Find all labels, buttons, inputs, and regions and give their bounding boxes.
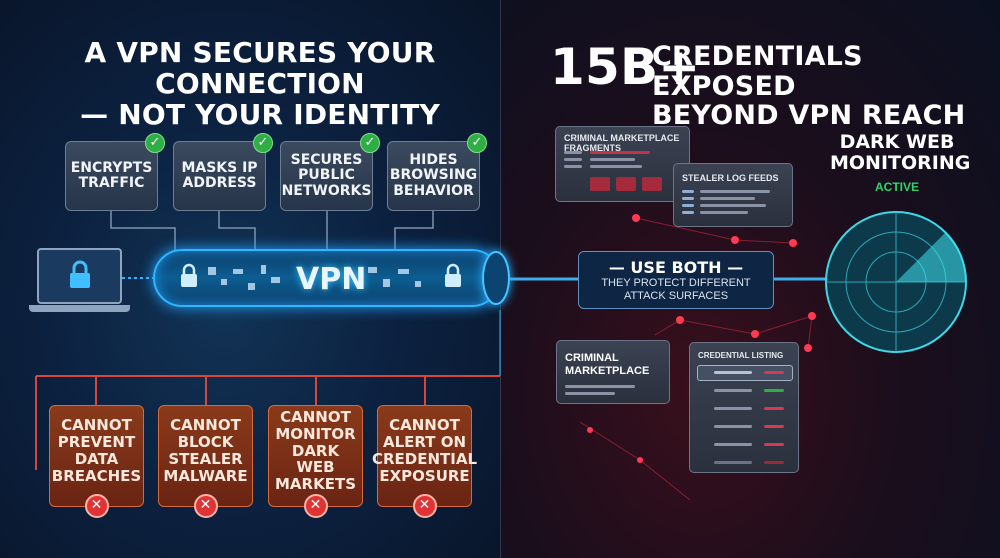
right-headline: CREDENTIALS EXPOSED BEYOND VPN REACH <box>652 41 966 132</box>
radar-icon <box>825 211 967 353</box>
feature-masks-ip: MASKS IP ADDRESS ✓ <box>173 133 273 211</box>
feature-hides-browsing: HIDES BROWSING BEHAVIOR ✓ <box>387 133 487 211</box>
feature-encrypts-traffic: ENCRYPTS TRAFFIC ✓ <box>65 133 165 211</box>
left-headline: A VPN SECURES YOUR CONNECTION — NOT YOUR… <box>80 36 440 131</box>
panel-criminal-marketplace: CRIMINAL MARKETPLACE <box>556 340 670 404</box>
x-icon: ✕ <box>303 494 328 518</box>
panel-credential-listing: CREDENTIAL LISTING <box>689 342 799 473</box>
check-icon: ✓ <box>467 133 487 153</box>
exposed-count: 15B+ <box>550 38 701 96</box>
vpn-tunnel <box>153 249 501 307</box>
vpn-tunnel-end <box>482 251 510 305</box>
tunnel-decor <box>181 263 461 290</box>
x-icon: ✕ <box>84 494 109 518</box>
laptop-icon <box>37 248 122 304</box>
check-icon: ✓ <box>253 133 273 153</box>
panel-marketplace-fragments: CRIMINAL MARKETPLACE FRAGMENTS <box>555 126 690 202</box>
lock-icon <box>445 263 461 287</box>
x-icon: ✕ <box>412 494 437 518</box>
panel-stealer-logs: STEALER LOG FEEDS <box>673 163 793 227</box>
use-both-callout: — USE BOTH — THEY PROTECT DIFFERENT ATTA… <box>578 251 774 309</box>
feature-secures-networks: SECURES PUBLIC NETWORKS ✓ <box>280 133 380 211</box>
limit-stealer-malware: CANNOT BLOCK STEALER MALWARE ✕ <box>158 405 253 518</box>
check-icon: ✓ <box>145 133 165 153</box>
x-icon: ✕ <box>193 494 218 518</box>
lock-icon <box>181 263 197 287</box>
lock-icon <box>70 260 90 288</box>
limit-credential-alert: CANNOT ALERT ON CREDENTIAL EXPOSURE ✕ <box>372 405 477 518</box>
monitor-status: ACTIVE <box>874 180 919 194</box>
limit-data-breaches: CANNOT PREVENT DATA BREACHES ✕ <box>49 405 144 518</box>
vpn-label: VPN <box>296 262 367 297</box>
laptop-base <box>29 305 130 312</box>
monitor-title: DARK WEB MONITORING <box>830 131 971 174</box>
limit-dark-web: CANNOT MONITOR DARK WEB MARKETS ✕ <box>268 405 363 518</box>
check-icon: ✓ <box>360 133 380 153</box>
